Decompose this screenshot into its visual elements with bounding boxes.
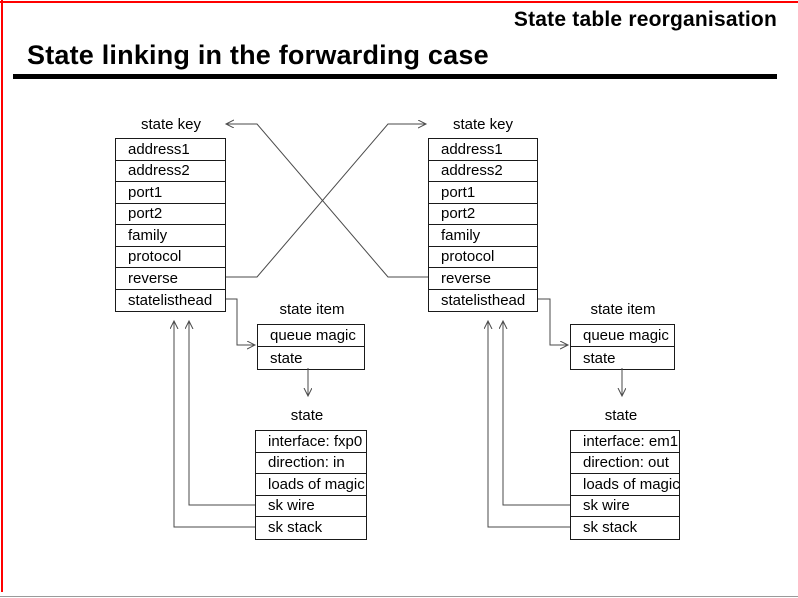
table-row: protocol [116,247,225,268]
table-row: statelisthead [441,291,526,309]
table-row: queue magic [258,325,364,347]
left-sk-wire-back-connector [189,321,255,506]
state-key-table-left: address1 address2 port1 port2 family pro… [115,138,226,312]
table-row: address1 [116,139,225,161]
state-item-label-right: state item [590,301,656,318]
table-row: port1 [429,182,537,204]
table-row: state [583,349,616,367]
table-row: interface: fxp0 [256,431,366,453]
title-underline [13,74,777,79]
reverse-cross-arrow-to-left-state-key [226,124,428,278]
table-row: queue magic [571,325,674,347]
right-sk-stack-back-connector [488,321,570,528]
red-border-top [0,1,798,3]
state-key-table-right: address1 address2 port1 port2 family pro… [428,138,538,312]
table-row: sk wire [571,496,679,517]
table-row: address1 [429,139,537,161]
table-row: port2 [429,204,537,225]
table-row: direction: in [256,453,366,474]
bottom-edge-line [0,596,798,597]
table-row: port1 [116,182,225,204]
table-row: family [116,225,225,247]
table-row: sk stack [268,519,323,537]
table-row: state [270,349,303,367]
table-row: interface: em1 [571,431,679,453]
red-border-left [1,0,3,592]
table-row: reverse [429,268,537,290]
table-row: sk wire [256,496,366,517]
reverse-cross-arrow-to-right-state-key [226,124,426,278]
right-statelisthead-to-item-connector [538,298,568,345]
state-label-left: state [290,407,324,424]
table-row: address2 [429,161,537,182]
table-row: reverse [116,268,225,290]
table-row: port2 [116,204,225,225]
table-row: loads of magic [571,474,679,496]
right-sk-wire-back-connector [503,321,570,506]
table-row: statelisthead [128,291,213,309]
table-row: direction: out [571,453,679,474]
state-key-label-right: state key [452,116,514,133]
table-row: address2 [116,161,225,182]
state-box-left: interface: fxp0 direction: in loads of m… [255,430,367,540]
table-row: sk stack [583,519,638,537]
state-box-right: interface: em1 direction: out loads of m… [570,430,680,540]
slide-header: State table reorganisation [513,8,777,31]
state-item-box-right: queue magic state [570,324,675,370]
state-label-right: state [604,407,638,424]
table-row: family [429,225,537,247]
table-row: loads of magic [256,474,366,496]
left-statelisthead-to-item-connector [226,298,255,345]
state-key-label-left: state key [140,116,202,133]
state-item-box-left: queue magic state [257,324,365,370]
left-sk-stack-back-connector [174,321,255,528]
table-row: protocol [429,247,537,268]
page-title: State linking in the forwarding case [27,40,489,70]
state-item-label-left: state item [279,301,345,318]
